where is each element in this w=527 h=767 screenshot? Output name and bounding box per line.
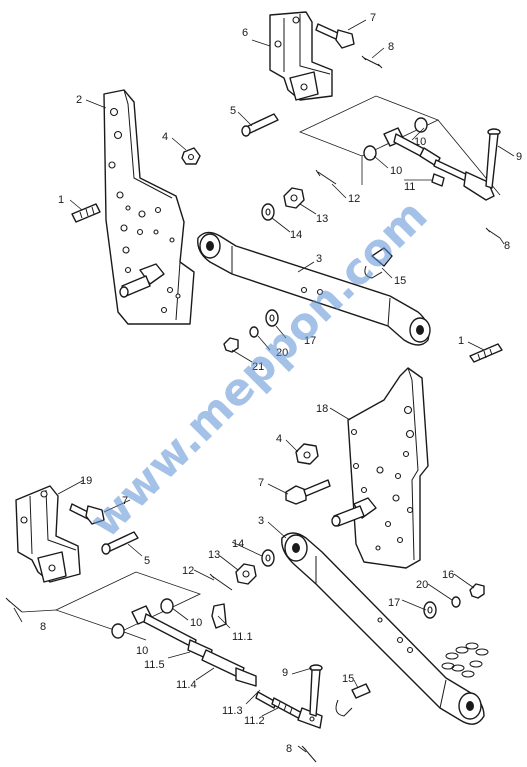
label-10-upper-b: 10 [390,165,402,177]
washer-10b [363,145,377,161]
hook-15-upper [364,247,393,279]
label-11-5: 11.5 [144,659,165,671]
washer-10c [160,598,174,614]
nut-4-upper [181,147,201,165]
link-arm-lower [281,532,485,725]
nut-21-upper [223,337,239,353]
bolt-1-lower [469,343,503,363]
label-20-upper: 20 [276,347,288,359]
label-7-lower-right: 7 [258,477,264,489]
label-3-lower: 3 [258,515,264,527]
label-14-lower: 14 [232,538,244,550]
label-7-lower-left: 7 [122,495,128,507]
bolt-7-lower-right [285,479,331,505]
nut-13-lower [235,563,257,585]
label-5-upper: 5 [230,105,236,117]
label-17-upper: 17 [304,335,316,347]
nut-16-lower [469,583,485,599]
label-5-lower: 5 [144,555,150,567]
label-19: 19 [80,475,92,487]
washer-17-upper [265,309,279,327]
pin-9-lower [309,664,323,717]
washer-14-lower [261,549,275,567]
turnbuckle-upper [383,127,495,201]
label-6: 6 [242,27,248,39]
callout-labels: 1 2 4 6 5 7 8 10 10 11 9 12 13 14 3 15 8… [40,12,522,755]
pin-8-lower-left [5,597,23,613]
nut-4-lower [295,443,319,465]
label-9-lower: 9 [282,667,288,679]
label-13-upper: 13 [316,213,328,225]
label-4-lower: 4 [276,433,282,445]
chain [441,642,489,678]
washer-10d [111,623,125,639]
link-arm-upper [197,231,431,346]
bolt-7-lower-left [69,503,105,525]
bolt-top [315,23,355,49]
label-13-lower: 13 [208,549,220,561]
label-16: 16 [442,569,454,581]
pin-8-lower [301,745,317,763]
label-15-upper: 15 [394,275,406,287]
label-1-upper: 1 [58,194,64,206]
pin-5-top [241,113,279,137]
leader-lines [13,19,515,753]
label-20-lower: 20 [416,579,428,591]
threaded-rod-lower [255,691,323,729]
washer-14-upper [261,203,275,221]
label-14-upper: 14 [290,229,302,241]
label-8-upper-right: 8 [504,240,510,252]
label-11-1: 11.1 [232,631,253,643]
label-9-upper: 9 [516,151,522,163]
pin-12-lower [209,573,233,591]
label-12-upper: 12 [348,193,360,205]
pin-9-upper [485,128,501,189]
plate-upper [103,89,195,325]
washer-20-upper [249,326,259,338]
label-18: 18 [316,403,328,415]
label-17-lower: 17 [388,597,400,609]
label-11-4: 11.4 [176,679,197,691]
label-10-lower-a: 10 [190,617,202,629]
washer-10a [414,117,428,133]
pin-5-lower [101,531,139,555]
label-12-lower: 12 [182,565,194,577]
label-21: 21 [252,361,264,373]
turnbuckle-lower [131,603,257,687]
washer-20-lower [451,596,461,608]
label-2: 2 [76,94,82,106]
label-7-upper: 7 [370,12,376,24]
pin-12-upper [315,169,337,185]
pin-top [361,55,383,69]
label-8-lower-left: 8 [40,621,46,633]
plate-lower [331,367,429,569]
label-1-lower: 1 [458,335,464,347]
washer-17-lower [423,601,437,619]
label-8-lower: 8 [286,743,292,755]
bolt-1-upper [71,203,101,223]
label-11-upper: 11 [404,181,415,193]
label-8-upper: 8 [388,41,394,53]
hook-15-lower [335,683,371,717]
label-11-3: 11.3 [222,705,243,717]
bracket-lower [15,485,81,583]
nut-13-upper [283,187,305,209]
label-15-lower: 15 [342,673,354,685]
label-4-upper: 4 [162,131,168,143]
label-10-upper-a: 10 [414,136,426,148]
pin-8-upper-right [485,227,501,239]
label-11-2: 11.2 [244,715,265,727]
label-10-lower-b: 10 [136,645,148,657]
label-3-upper: 3 [316,253,322,265]
bracket-top [269,11,333,101]
